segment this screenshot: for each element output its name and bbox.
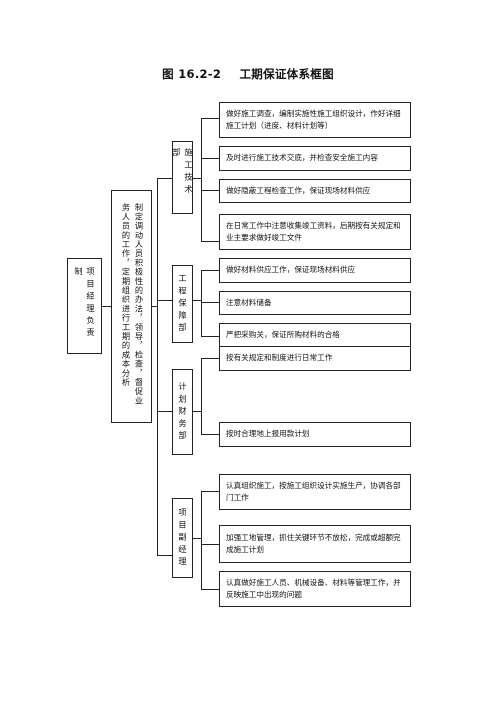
group-label-support: 工程保障部 (177, 273, 188, 335)
group-label-deputy: 项目副经理 (177, 507, 188, 569)
g2-tick-3 (201, 336, 219, 337)
task-box: 按时合理地上报用款计划 (219, 422, 411, 447)
figure-number: 图 16.2-2 (162, 67, 222, 81)
group2-bus (201, 270, 202, 336)
g1-tick-2 (201, 158, 219, 159)
task-box: 加强工地管理，抓住关键环节不放松，完成或超额完成施工计划 (219, 525, 411, 563)
figure-title-text: 工期保证体系框图 (239, 67, 334, 81)
group-box-support: 工程保障部 (172, 265, 193, 343)
task-box: 按有关规定和制度进行日常工作 (219, 346, 411, 371)
group-box-finance: 计划财务部 (172, 369, 193, 455)
group3-out (193, 411, 202, 412)
g1-tick-3 (201, 190, 219, 191)
task-box: 做好施工调查，编制实施性施工组织设计，作好详细施工计划（进度、材料计划等） (219, 102, 411, 138)
task-text: 做好隐蔽工程检查工作，保证现场材料供应 (226, 185, 371, 195)
diagram-title: 图 16.2-2 工期保证体系框图 (0, 66, 496, 82)
task-text: 在日常工作中注意收集竣工资料，后期按有关规定和业主要求做好竣工文件 (226, 220, 401, 243)
task-box: 认真组织施工，按施工组织设计实施生产，协调各部门工作 (219, 474, 411, 510)
task-text: 加强工地管理，抓住关键环节不放松，完成或超额完成施工计划 (226, 532, 401, 555)
branch-group-1 (157, 178, 172, 179)
responsibility-box: 制定调动人员积极性的办法，领导，检查，督促业务人员的工作，定期组织进行工期的成本… (111, 190, 152, 423)
task-text: 认真做好施工人员、机械设备、材料等管理工作，并反映施工中出现的问题 (226, 577, 401, 600)
g4-tick-3 (201, 589, 219, 590)
connector-second-trunk (152, 306, 158, 307)
group3-bus (201, 358, 202, 434)
task-text: 做好施工调查，编制实施性施工组织设计，作好详细施工计划（进度、材料计划等） (226, 108, 401, 131)
branch-group-4 (157, 555, 172, 556)
task-box: 及时进行施工技术交底，并检查安全施工内容 (219, 146, 411, 171)
task-text: 注意材料储备 (226, 297, 272, 307)
main-trunk (157, 178, 158, 556)
g4-tick-2 (201, 544, 219, 545)
root-label: 项目经理负责制 (73, 267, 96, 341)
g2-tick-1 (201, 270, 219, 271)
g2-tick-2 (201, 302, 219, 303)
task-box: 做好隐蔽工程检查工作，保证现场材料供应 (219, 179, 411, 203)
branch-group-2 (157, 300, 172, 301)
group-box-deputy: 项目副经理 (172, 498, 193, 578)
task-text: 做好材料供应工作，保证现场材料供应 (226, 265, 356, 275)
g3-tick-2 (201, 434, 219, 435)
responsibility-label: 制定调动人员积极性的办法，领导，检查，督促业务人员的工作，定期组织进行工期的成本… (121, 203, 144, 406)
connector-root-second (102, 306, 111, 307)
task-box: 在日常工作中注意收集竣工资料，后期按有关规定和业主要求做好竣工文件 (219, 214, 411, 250)
group1-bus (201, 118, 202, 241)
task-box: 认真做好施工人员、机械设备、材料等管理工作，并反映施工中出现的问题 (219, 571, 411, 607)
task-text: 严把采购关，保证所购材料的合格 (226, 330, 340, 340)
g4-tick-1 (201, 491, 219, 492)
task-box: 做好材料供应工作，保证现场材料供应 (219, 258, 411, 283)
task-box: 严把采购关，保证所购材料的合格 (219, 323, 411, 348)
g1-tick-4 (201, 241, 219, 242)
group-label-tech: 施工技术部 (171, 148, 194, 197)
task-text: 按时合理地上报用款计划 (226, 429, 310, 439)
task-box: 注意材料储备 (219, 291, 411, 315)
group4-out (193, 538, 202, 539)
task-text: 按有关规定和制度进行日常工作 (226, 353, 333, 363)
g1-tick-1 (201, 118, 219, 119)
group4-bus (201, 491, 202, 589)
group2-out (193, 300, 202, 301)
group1-out (193, 178, 202, 179)
task-text: 及时进行施工技术交底，并检查安全施工内容 (226, 153, 378, 163)
root-box: 项目经理负责制 (67, 258, 102, 354)
task-text: 认真组织施工，按施工组织设计实施生产，协调各部门工作 (226, 480, 401, 503)
g3-tick-1 (201, 358, 219, 359)
branch-group-3 (157, 411, 172, 412)
group-label-finance: 计划财务部 (177, 381, 188, 443)
group-box-tech: 施工技术部 (171, 141, 194, 214)
